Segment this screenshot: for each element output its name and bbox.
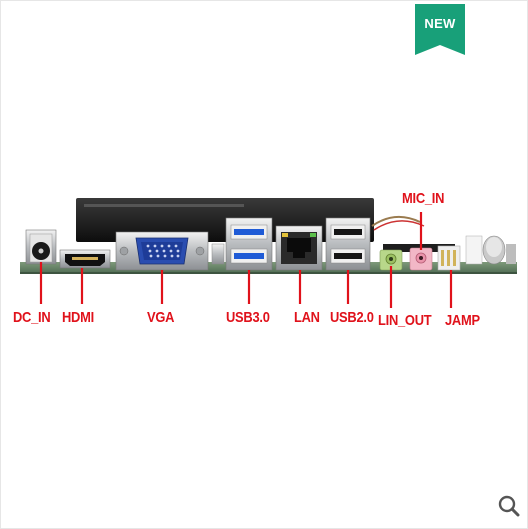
- label-jamp: JAMP: [445, 312, 480, 329]
- dc-in-jack: [25, 229, 57, 265]
- badge-ribbon-shape: [415, 4, 465, 55]
- pointer-lines: [39, 212, 453, 308]
- label-lan: LAN: [294, 309, 320, 326]
- label-usb2: USB2.0: [330, 309, 374, 326]
- lan-port: [275, 225, 323, 271]
- label-mic-in: MIC_IN: [402, 190, 445, 207]
- magnifier-icon[interactable]: [496, 493, 522, 519]
- hdmi-port: [59, 249, 111, 269]
- label-vga: VGA: [147, 309, 175, 326]
- mic-in-jack: [409, 247, 433, 271]
- badge-label: NEW: [424, 16, 456, 31]
- usb3-port-stack: [225, 217, 273, 271]
- jamp-header: [437, 245, 461, 271]
- label-hdmi: HDMI: [62, 309, 94, 326]
- label-usb3: USB3.0: [226, 309, 270, 326]
- usb2-port-stack: [325, 217, 371, 271]
- lin-out-jack: [379, 249, 403, 271]
- label-dc-in: DC_IN: [13, 309, 51, 326]
- vga-port: [115, 231, 209, 271]
- new-badge: NEW: [415, 4, 465, 55]
- label-lin-out: LIN_OUT: [378, 312, 432, 329]
